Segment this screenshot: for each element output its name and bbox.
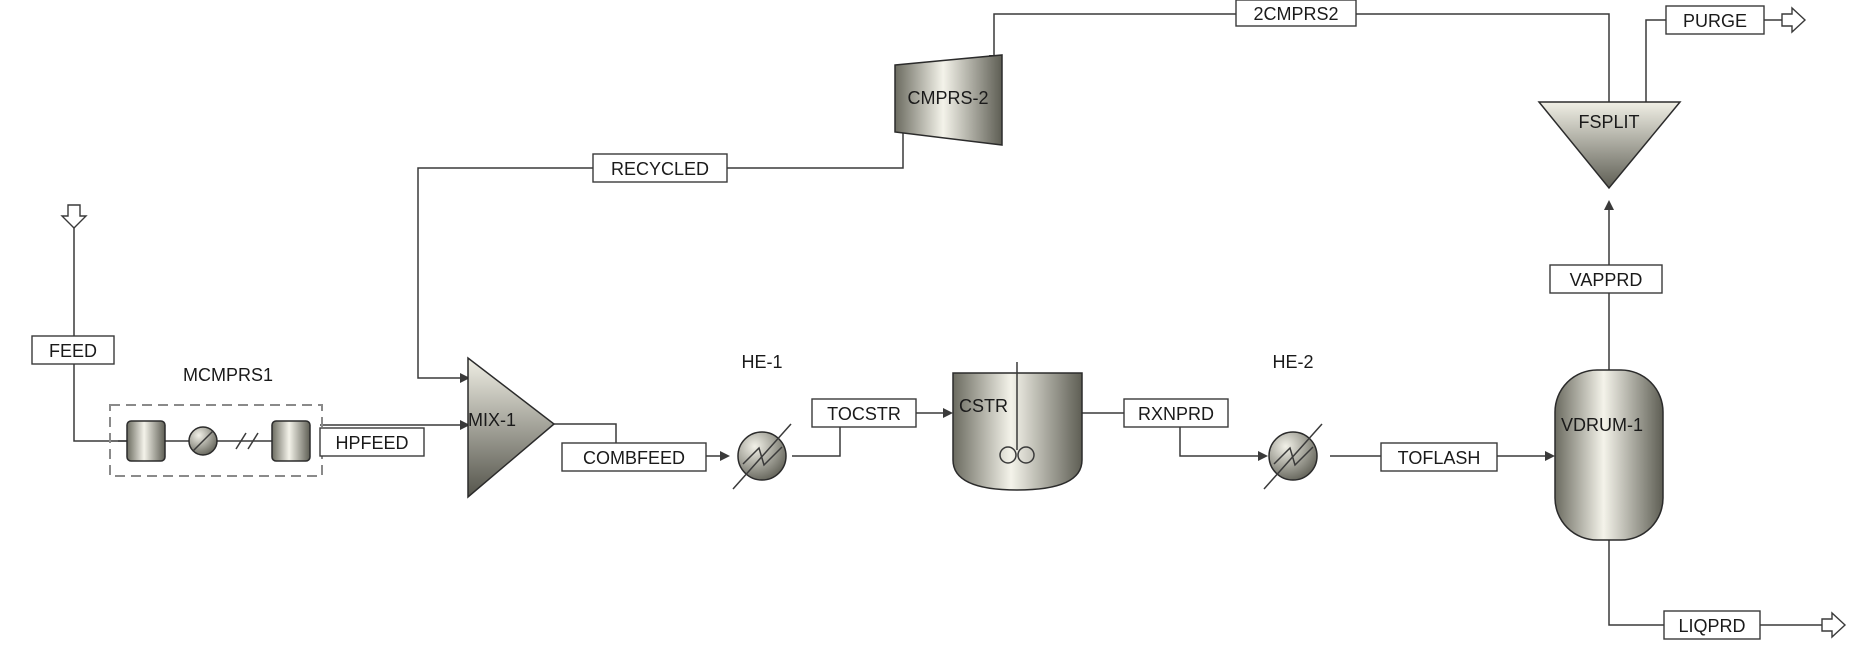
stream-2cmprs2[interactable] — [989, 13, 1610, 102]
svg-text:RXNPRD: RXNPRD — [1138, 404, 1214, 424]
svg-text:RECYCLED: RECYCLED — [611, 159, 709, 179]
mcmprs1-block[interactable] — [109, 404, 323, 477]
svg-text:FEED: FEED — [49, 341, 97, 361]
stream-label-liqprd[interactable]: LIQPRD — [1663, 610, 1761, 640]
mix1-block[interactable] — [467, 356, 556, 499]
vdrum1-label: VDRUM-1 — [1561, 415, 1643, 435]
svg-text:2CMPRS2: 2CMPRS2 — [1253, 4, 1338, 24]
vdrum1-block[interactable] — [1554, 369, 1664, 541]
fsplit-label: FSPLIT — [1578, 112, 1639, 132]
he1-block[interactable] — [732, 423, 792, 490]
stream-label-2cmprs2[interactable]: 2CMPRS2 — [1235, 0, 1357, 27]
he2-block[interactable] — [1263, 423, 1323, 490]
svg-text:LIQPRD: LIQPRD — [1678, 616, 1745, 636]
mcmprs1-label: MCMPRS1 — [183, 365, 273, 385]
stream-label-purge[interactable]: PURGE — [1665, 5, 1765, 35]
liqprd-outlet-port — [1821, 611, 1847, 639]
svg-text:PURGE: PURGE — [1683, 11, 1747, 31]
stream-label-combfeed[interactable]: COMBFEED — [561, 442, 707, 472]
stream-label-vapprd[interactable]: VAPPRD — [1549, 264, 1663, 294]
stream-recycled[interactable] — [417, 132, 904, 383]
mix1-label: MIX-1 — [468, 410, 516, 430]
he1-label: HE-1 — [741, 352, 782, 372]
stream-label-tocstr[interactable]: TOCSTR — [811, 398, 917, 428]
svg-text:COMBFEED: COMBFEED — [583, 448, 685, 468]
stream-label-recycled[interactable]: RECYCLED — [592, 153, 728, 183]
stream-label-rxnprd[interactable]: RXNPRD — [1123, 398, 1229, 428]
svg-text:HPFEED: HPFEED — [335, 433, 408, 453]
feed-inlet-port — [60, 204, 88, 229]
fsplit-block[interactable] — [1537, 101, 1682, 190]
stream-hpfeed[interactable] — [320, 420, 470, 430]
stream-label-toflash[interactable]: TOFLASH — [1380, 442, 1498, 472]
purge-outlet-port — [1781, 6, 1807, 34]
stream-label-feed[interactable]: FEED — [31, 335, 115, 365]
cstr-block[interactable] — [952, 362, 1083, 491]
stream-label-hpfeed[interactable]: HPFEED — [319, 427, 425, 457]
svg-text:TOFLASH: TOFLASH — [1398, 448, 1481, 468]
svg-text:VAPPRD: VAPPRD — [1570, 270, 1643, 290]
cstr-label: CSTR — [959, 396, 1008, 416]
cmprs2-label: CMPRS-2 — [907, 88, 988, 108]
he2-label: HE-2 — [1272, 352, 1313, 372]
cmprs2-block[interactable] — [894, 54, 1003, 146]
svg-text:TOCSTR: TOCSTR — [827, 404, 901, 424]
